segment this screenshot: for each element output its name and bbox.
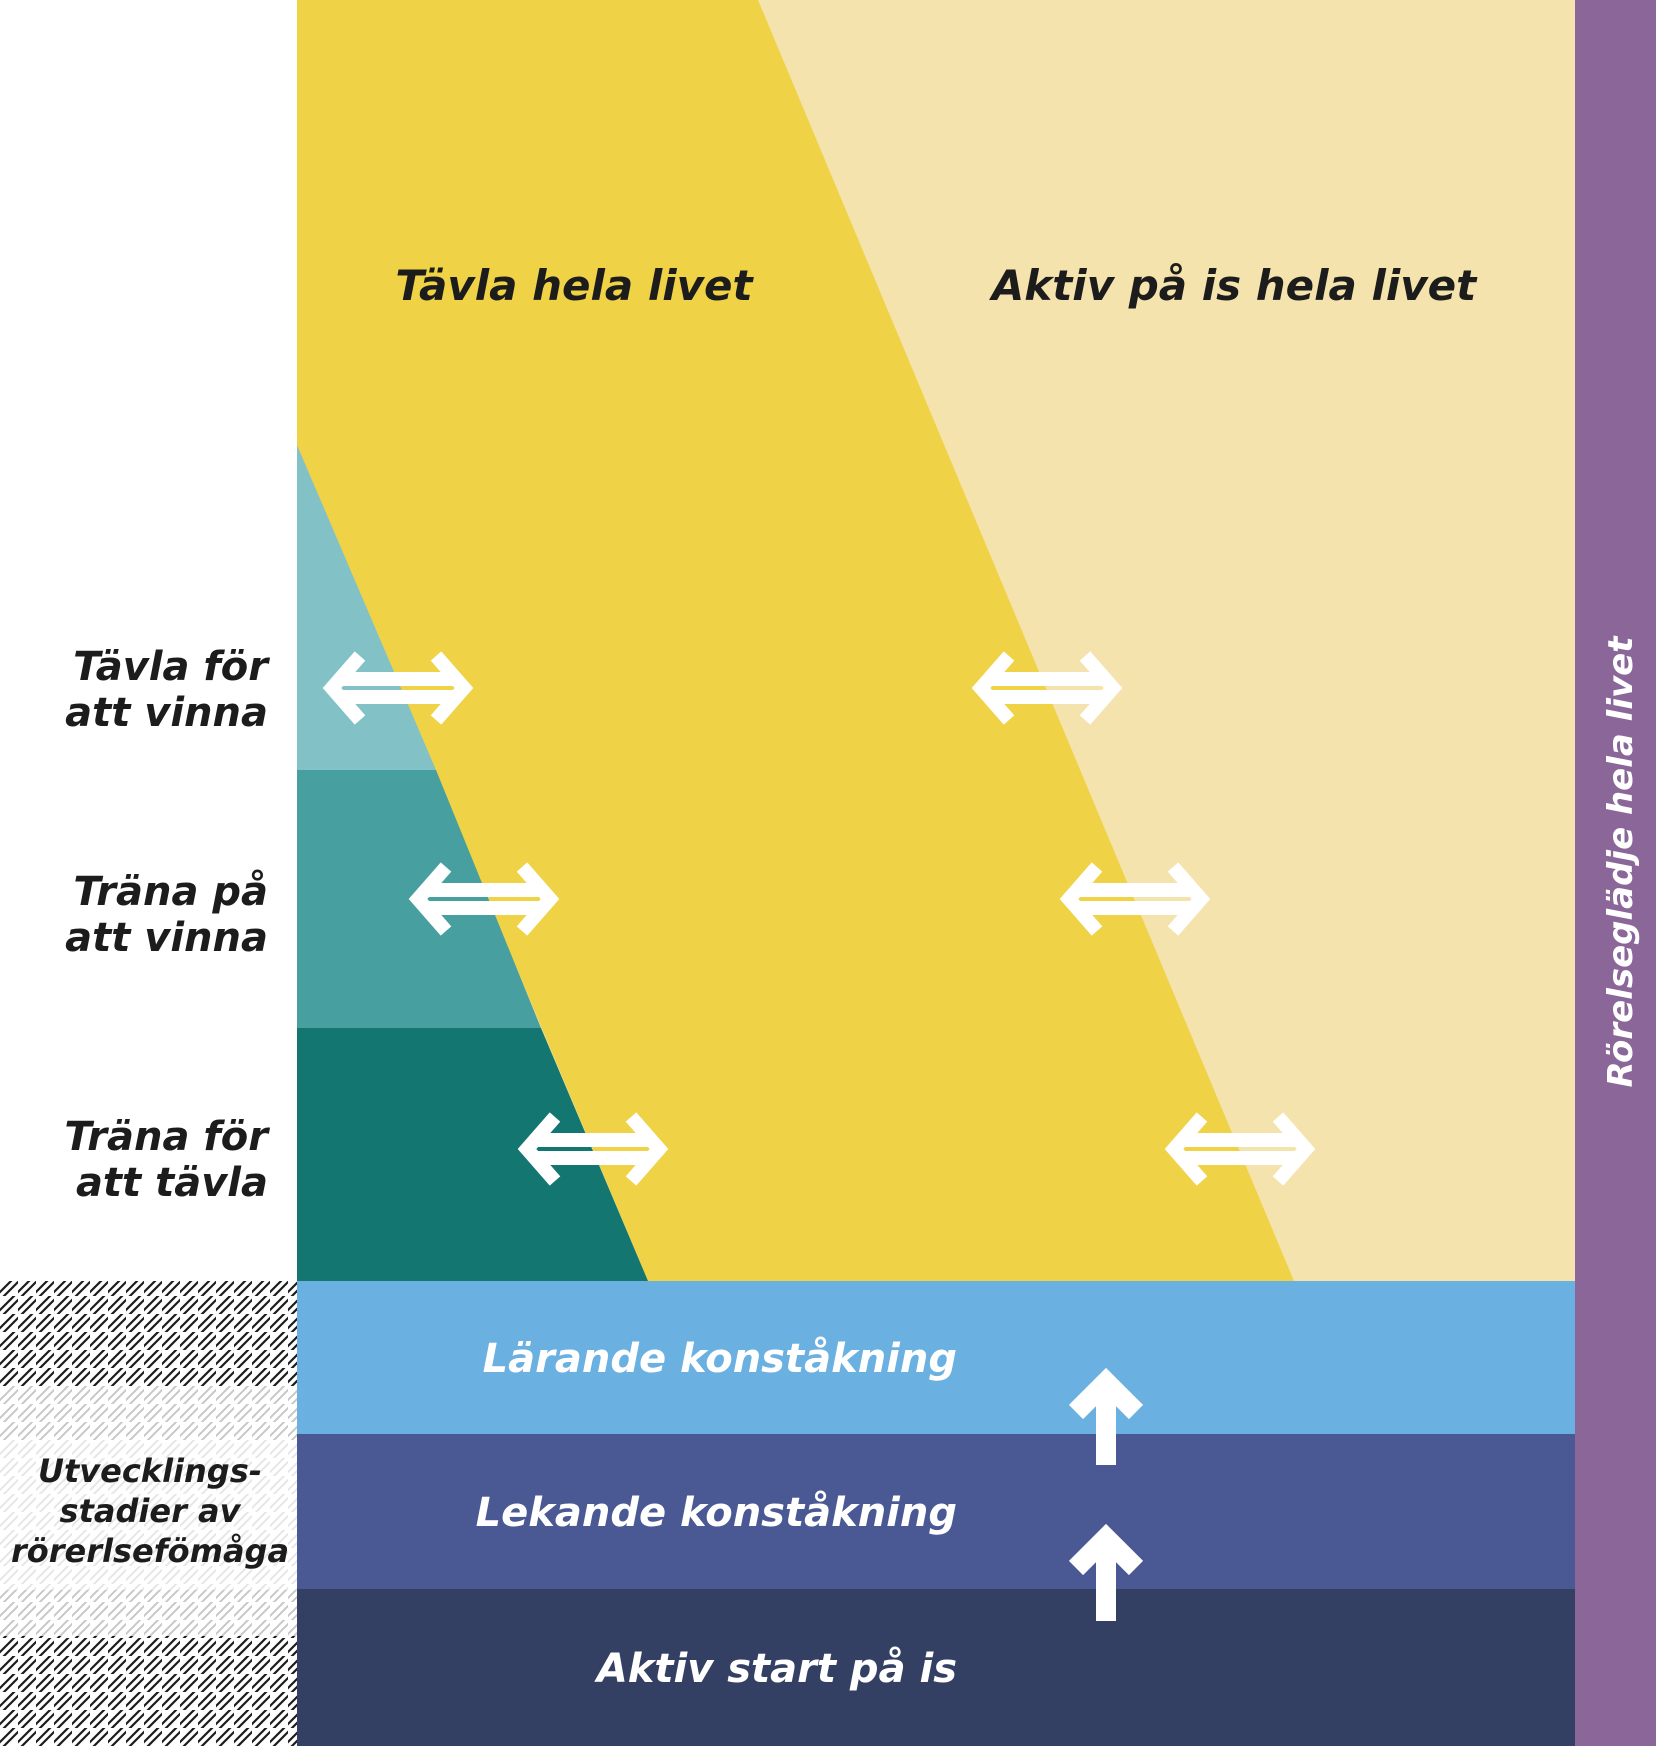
up-arrows [1068,1367,1144,1621]
foundation-learning-band [297,1281,1575,1434]
side-bar [1575,0,1656,1746]
svg-text:att vinna: att vinna [65,690,268,736]
svg-text:stadier av: stadier av [60,1492,242,1530]
up-arrow-icon [1068,1367,1144,1465]
foundation-learning-label: Lärande konståkning [483,1336,957,1382]
double-arrow-icon [322,651,474,725]
up-arrow-icon [1068,1523,1144,1621]
double-arrows [322,651,1316,1186]
active-lifelong-label: Aktiv på is hela livet [989,261,1478,310]
stage-compete-to-win-label: Tävla för att vinna [65,644,270,736]
stage-train-to-compete-label: Träna för att tävla [64,1114,270,1206]
double-arrow-icon [408,862,560,936]
double-arrow-icon [971,651,1123,725]
double-arrow-icon [1059,862,1211,936]
foundation-active-start-label: Aktiv start på is [594,1646,957,1692]
svg-text:Träna för: Träna för [64,1114,270,1160]
stage-train-to-win-label: Träna på att vinna [65,869,268,961]
compete-lifelong-region [297,0,1294,1281]
compete-lifelong-label: Tävla hela livet [395,261,754,310]
side-bar-label: Rörelseglädje hela livet [1601,635,1641,1088]
double-arrow-icon [517,1112,669,1186]
svg-text:rörerlsefömåga: rörerlsefömåga [11,1532,289,1570]
svg-text:att tävla: att tävla [76,1160,268,1206]
stage-train-to-compete-band [297,1028,648,1281]
svg-text:Tävla för: Tävla för [73,644,270,690]
double-arrow-icon [1164,1112,1316,1186]
development-hatch [0,1281,297,1746]
development-label: Utvecklings- stadier av rörerlsefömåga [11,1452,289,1570]
svg-text:att vinna: att vinna [65,915,268,961]
svg-text:Träna på: Träna på [73,869,268,915]
svg-text:Utvecklings-: Utvecklings- [38,1452,262,1490]
foundation-active-start-band [297,1589,1575,1746]
foundation-playing-band [297,1434,1575,1589]
foundation-playing-label: Lekande konståkning [476,1490,957,1536]
